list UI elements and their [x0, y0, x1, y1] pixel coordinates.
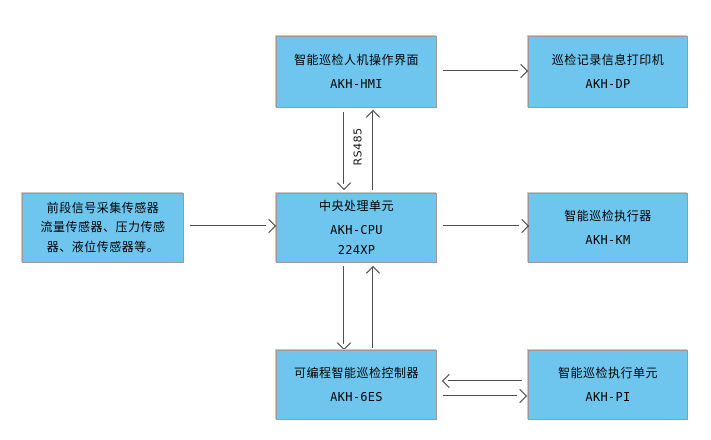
edge-execunit-to-controller-arrowhead	[441, 373, 457, 389]
node-hmi-code-1: AKH-HMI	[330, 77, 383, 91]
edge-execunit-to-controller-line	[448, 380, 522, 381]
node-exec-unit-line-1: 智能巡检执行单元	[557, 366, 658, 380]
node-hmi[interactable]: 智能巡检人机操作界面 AKH-HMI	[276, 36, 437, 108]
edge-hmi-to-cpu-arrowhead	[336, 175, 352, 191]
edge-cpu-to-hmi-line	[372, 112, 373, 190]
node-controller-code-1: AKH-6ES	[330, 390, 383, 404]
edge-sensors-to-cpu-arrowhead	[261, 218, 277, 234]
node-cpu-code-1: AKH-CPU	[330, 223, 383, 237]
node-actuator-line-1: 智能巡检执行器	[564, 209, 652, 223]
edge-hmi-to-printer-line	[443, 70, 518, 71]
node-actuator-code-1: AKH-KM	[585, 233, 631, 247]
edge-cpu-to-controller-arrowhead	[336, 335, 352, 351]
node-cpu-line-1: 中央处理单元	[318, 199, 394, 213]
edge-hmi-to-printer-arrowhead	[513, 63, 529, 79]
node-controller[interactable]: 可编程智能巡检控制器 AKH-6ES	[276, 350, 437, 420]
node-printer[interactable]: 巡检记录信息打印机 AKH-DP	[528, 36, 688, 108]
edge-controller-to-cpu-arrowhead	[365, 265, 381, 281]
node-exec-unit[interactable]: 智能巡检执行单元 AKH-PI	[528, 350, 688, 420]
edge-hmi-to-cpu-line	[343, 112, 344, 184]
node-controller-line-1: 可编程智能巡检控制器	[293, 366, 419, 380]
edge-cpu-to-hmi-arrowhead	[365, 109, 381, 125]
edge-cpu-to-controller-line	[343, 266, 344, 344]
node-actuator[interactable]: 智能巡检执行器 AKH-KM	[528, 193, 688, 263]
edge-cpu-to-actuator-line	[443, 225, 519, 226]
edge-controller-to-execunit-arrowhead	[512, 388, 528, 404]
node-sensors-line-3: 器、液位传感器等。	[46, 239, 160, 254]
node-printer-line-1: 巡检记录信息打印机	[551, 53, 665, 67]
node-hmi-line-1: 智能巡检人机操作界面	[293, 53, 419, 67]
node-sensors-line-1: 前段信号采集传感器	[46, 201, 160, 216]
edge-cpu-to-actuator-arrowhead	[514, 218, 530, 234]
node-sensors-line-2: 流量传感器、压力传感	[40, 220, 166, 235]
edge-controller-to-cpu-line	[372, 268, 373, 348]
node-exec-unit-code-1: AKH-PI	[585, 390, 631, 404]
node-cpu-code-2: 224XP	[337, 243, 376, 257]
node-sensors[interactable]: 前段信号采集传感器 流量传感器、压力传感 器、液位传感器等。	[22, 193, 184, 263]
edge-controller-to-execunit-line	[443, 395, 517, 396]
node-printer-code-1: AKH-DP	[585, 77, 631, 91]
node-cpu[interactable]: 中央处理单元 AKH-CPU 224XP	[276, 193, 437, 263]
edge-sensors-to-cpu-line	[190, 225, 266, 226]
edge-label-rs485: RS485	[351, 127, 365, 166]
